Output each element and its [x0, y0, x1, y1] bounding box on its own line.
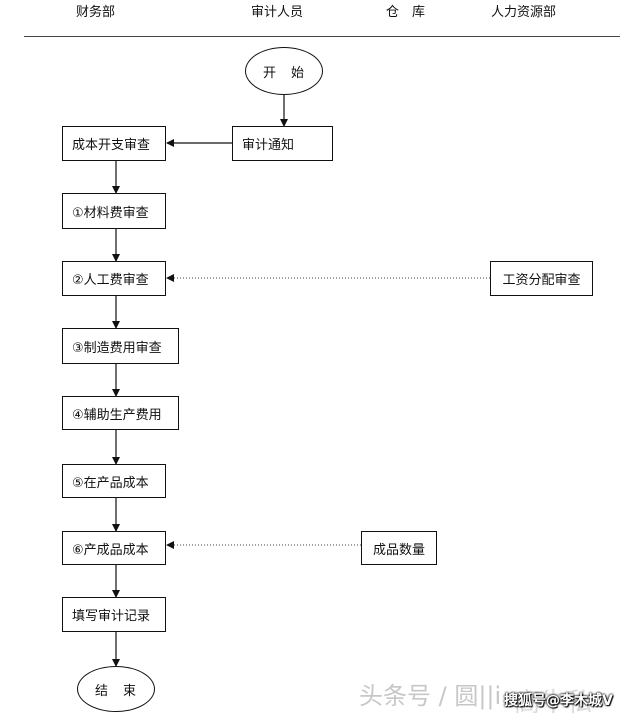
- box-audit-notice-label: 审计通知: [242, 138, 295, 153]
- box-finished-cost: ⑥产成品成本: [62, 531, 166, 565]
- column-header-finance: 财务部: [76, 5, 116, 20]
- box-labor-review: ②人工费审查: [62, 261, 166, 296]
- box-wage-review-label: 工资分配审查: [502, 273, 581, 288]
- end-terminator: 结 束: [77, 666, 155, 712]
- box-finished-cost-label: ⑥产成品成本: [72, 542, 149, 558]
- column-header-hr: 人力资源部: [491, 5, 557, 20]
- watermark-toutiao: 头条号 / 圆||i: [359, 682, 502, 710]
- box-aux-production-label: ④辅助生产费用: [72, 407, 162, 423]
- end-label: 结 束: [94, 683, 137, 699]
- box-aux-production: ④辅助生产费用: [62, 396, 179, 430]
- box-audit-record: 填写审计记录: [62, 597, 166, 632]
- box-labor-review-label: ②人工费审查: [72, 273, 149, 288]
- box-cost-review-label: 成本开支审查: [72, 138, 151, 153]
- column-header-auditor: 审计人员: [251, 5, 304, 20]
- start-terminator: 开 始: [245, 47, 323, 95]
- box-material-review-label: ①材料费审查: [72, 205, 149, 221]
- box-manufacturing-review: ③制造费用审查: [62, 328, 179, 364]
- box-manufacturing-review-label: ③制造费用审查: [72, 340, 162, 356]
- box-wip-cost: ⑤在产品成本: [62, 464, 166, 498]
- box-cost-review: 成本开支审查: [62, 126, 166, 161]
- box-finished-qty: 成品数量: [361, 531, 437, 565]
- start-label: 开 始: [262, 65, 305, 81]
- box-audit-notice: 审计通知: [232, 126, 333, 161]
- box-audit-record-label: 填写审计记录: [72, 609, 151, 624]
- box-material-review: ①材料费审查: [62, 193, 166, 229]
- column-header-warehouse: 仓 库: [386, 5, 426, 20]
- box-finished-qty-label: 成品数量: [372, 542, 425, 558]
- box-wip-cost-label: ⑤在产品成本: [72, 475, 149, 491]
- watermark-sohu: 搜狐号@李木城V: [504, 693, 613, 709]
- header-divider: [24, 36, 620, 37]
- watermark-faint: 高牛私: [514, 688, 593, 718]
- box-wage-review: 工资分配审查: [490, 261, 593, 296]
